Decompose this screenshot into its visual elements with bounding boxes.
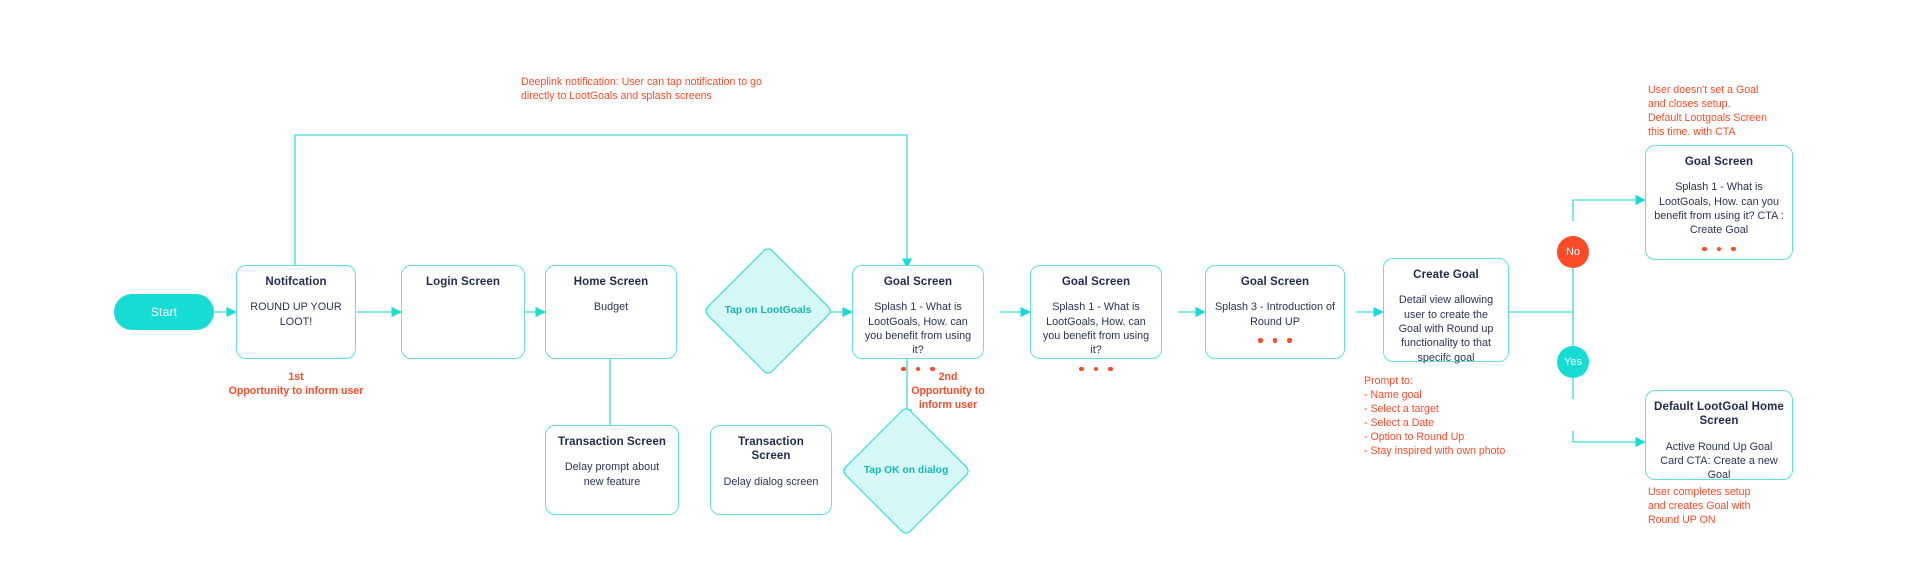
decision-tap-ok-on-dialog[interactable]: Tap OK on dialog — [840, 405, 972, 537]
pagination-dots — [1702, 246, 1736, 252]
node-body: Active Round Up Goal Card CTA: Create a … — [1660, 440, 1778, 482]
annotation-deeplink-note: Deeplink notification: User can tap noti… — [521, 76, 762, 103]
node-default-lootgoal-home[interactable]: Default LootGoal Home Screen Active Roun… — [1645, 390, 1793, 482]
edge-yes-to-default-home — [1572, 431, 1646, 448]
decision-label: No — [1565, 246, 1581, 258]
node-body: ROUND UP YOUR LOOT! — [250, 301, 342, 328]
decision-branch-yes[interactable]: Yes — [1557, 346, 1589, 378]
annotation-first-opportunity: 1st Opportunity to inform user — [228, 371, 364, 398]
node-title: Goal Screen — [1061, 276, 1131, 288]
node-body: Delay prompt about new feature — [564, 461, 660, 488]
node-create-goal[interactable]: Create Goal Detail view allowing user to… — [1383, 258, 1509, 364]
node-title: Default LootGoal Home Screen — [1654, 401, 1784, 428]
node-title: Login Screen — [425, 276, 501, 288]
edge-no-to-goal-screen — [1572, 194, 1646, 221]
annotation-no-branch-note: User doesn't set a Goal and closes setup… — [1648, 84, 1767, 139]
pagination-dots — [1258, 338, 1292, 343]
decision-label: Yes — [1564, 356, 1582, 368]
node-title: Goal Screen — [1240, 276, 1310, 288]
node-title: Goal Screen — [1684, 156, 1754, 168]
node-goal-screen-1[interactable]: Goal Screen Splash 1 - What is LootGoals… — [852, 265, 984, 372]
node-title: Create Goal — [1413, 269, 1479, 281]
pagination-dots — [901, 366, 935, 372]
node-body: Splash 3 - Introduction of Round UP — [1214, 301, 1336, 328]
node-title: Transaction Screen — [738, 436, 804, 463]
node-body: Delay dialog screen — [723, 475, 819, 488]
decision-branch-no[interactable]: No — [1557, 236, 1589, 268]
node-transaction-screen-1[interactable]: Transaction Screen Delay prompt about ne… — [545, 425, 679, 515]
node-title: Home Screen — [573, 276, 649, 288]
node-title: Goal Screen — [883, 276, 953, 288]
node-goal-screen-2[interactable]: Goal Screen Splash 1 - What is LootGoals… — [1030, 265, 1162, 372]
start-node[interactable]: Start — [114, 294, 214, 330]
node-home-screen[interactable]: Home Screen Budget — [545, 265, 677, 359]
decision-tap-on-lootgoals[interactable]: Tap on LootGoals — [702, 245, 834, 377]
node-body: Budget — [593, 301, 629, 314]
node-login-screen[interactable]: Login Screen — [401, 265, 525, 359]
node-notification[interactable]: Notifcation ROUND UP YOUR LOOT! — [236, 265, 356, 359]
annotation-second-opportunity: 2nd Opportunity to inform user — [911, 371, 985, 412]
node-goal-screen-3[interactable]: Goal Screen Splash 3 - Introduction of R… — [1205, 265, 1345, 359]
node-body: Detail view allowing user to create the … — [1398, 294, 1494, 364]
node-body: Splash 1 - What is LootGoals, How. can y… — [864, 301, 972, 357]
annotation-prompt-to-list: Prompt to: - Name goal - Select a target… — [1364, 375, 1506, 458]
start-label: Start — [150, 305, 178, 319]
node-transaction-screen-2[interactable]: Transaction Screen Delay dialog screen — [710, 425, 832, 515]
decision-label: Tap on LootGoals — [724, 304, 812, 316]
pagination-dots — [1079, 366, 1113, 372]
node-body: Splash 1 - What is LootGoals, How. can y… — [1654, 181, 1784, 237]
node-body: Splash 1 - What is LootGoals, How. can y… — [1042, 301, 1150, 357]
decision-label: Tap OK on dialog — [863, 464, 949, 476]
annotation-yes-branch-note: User completes setup and creates Goal wi… — [1648, 486, 1751, 527]
node-title: Notifcation — [265, 276, 327, 288]
node-title: Transaction Screen — [558, 436, 666, 448]
node-goal-screen-no-branch[interactable]: Goal Screen Splash 1 - What is LootGoals… — [1645, 145, 1793, 260]
